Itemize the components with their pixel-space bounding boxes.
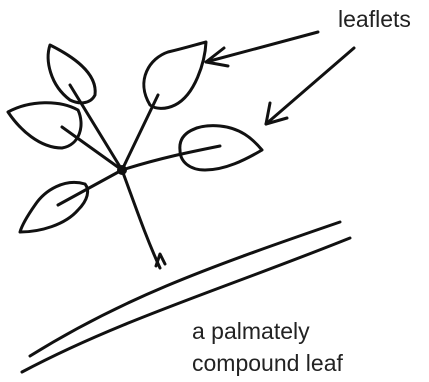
leaflets-label: leaflets [338,8,411,31]
leaf-base [156,254,165,266]
leaflet-left [8,103,122,170]
leaflet-upper-left [48,45,122,170]
leaflets-arrow-2 [266,48,354,124]
caption-line-1: a palmately [192,315,343,347]
leaflet-right [122,126,262,170]
diagram-caption: a palmately compound leaf [192,315,343,379]
caption-line-2: compound leaf [192,347,343,379]
petiole [122,170,160,268]
leaflet-lower-left [20,170,122,232]
leaflets-arrow-1 [206,32,318,66]
